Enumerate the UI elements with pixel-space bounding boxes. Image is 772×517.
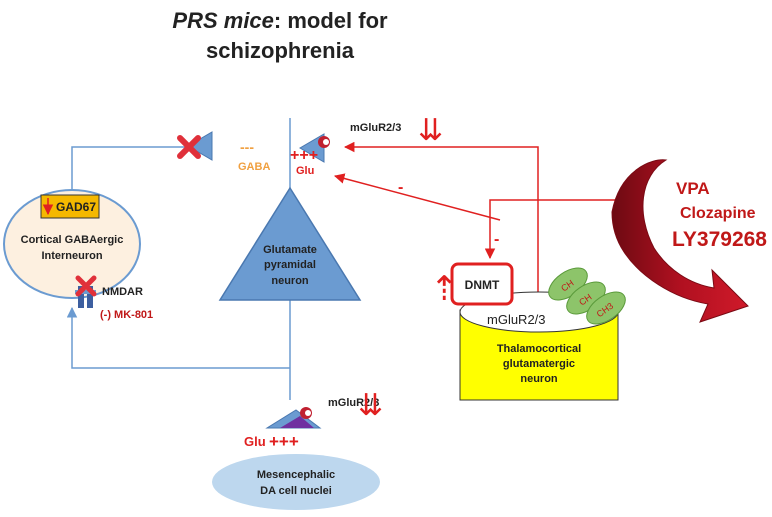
pyramidal-label-1: Glutamate <box>263 244 317 256</box>
nmdar-receptor-icon <box>75 286 96 308</box>
glu-top-sign: +++ <box>290 147 318 164</box>
drug-vpa: VPA <box>676 179 710 198</box>
drug-ly379268: LY379268 <box>672 228 767 251</box>
gaba-interneuron-body <box>3 189 141 299</box>
mglur-top-label: mGluR2/3 <box>350 122 401 134</box>
diagram-title: PRS mice: model for schizophrenia <box>150 6 410 66</box>
gad67-box <box>40 194 100 219</box>
gaba-sign: --- <box>240 139 254 155</box>
mglur-top-down-arrows: ⇊ <box>418 114 443 147</box>
drug-clozapine: Clozapine <box>680 205 756 222</box>
red-pathways <box>333 141 640 300</box>
nmdar-block-x-icon <box>75 275 97 297</box>
thalamo-label-3: neuron <box>520 373 558 385</box>
methyl-groups <box>548 267 626 325</box>
dnmt-box <box>450 262 514 306</box>
title-line2: schizophrenia <box>206 38 354 63</box>
gaba-neuron-label-1: Cortical GABAergic <box>21 234 124 246</box>
dnmt-label: DNMT <box>465 278 500 292</box>
mglur-bottom-label: mGluR2/3 <box>328 397 379 409</box>
da-nuclei-body <box>212 454 380 510</box>
dnmt-up-arrow: ⇡ <box>430 270 459 308</box>
thalamo-label-1: Thalamocortical <box>497 343 581 355</box>
mglur-bottom-down-arrows: ⇊ <box>358 389 383 422</box>
glu-bottom-sign: +++ <box>269 432 299 451</box>
inhibit-dnmt-sign: - <box>494 231 499 248</box>
gaba-label: GABA <box>238 161 270 173</box>
pyramidal-label-3: neuron <box>271 275 309 287</box>
pyramidal-neuron-body <box>218 186 362 301</box>
pyramidal-label-2: pyramidal <box>264 259 316 271</box>
glu-bottom-label: Glu <box>244 434 266 449</box>
drug-action-arrow <box>611 159 749 323</box>
da-label-2: DA cell nuclei <box>260 485 332 497</box>
inhibit-glu-sign: - <box>398 179 403 196</box>
gad67-label: GAD67 <box>56 200 96 214</box>
thalamo-label-2: glutamatergic <box>503 358 575 370</box>
nmdar-label: NMDAR <box>102 286 143 298</box>
gaba-neuron-label-2: Interneuron <box>41 250 102 262</box>
title-rest: : model for <box>273 8 388 33</box>
da-terminal-icon <box>280 416 314 428</box>
glu-top-label: Glu <box>296 165 314 177</box>
gaba-block-x-icon <box>177 135 201 159</box>
mk801-label: (-) MK-801 <box>100 309 153 321</box>
da-label-1: Mesencephalic <box>257 469 335 481</box>
title-italic: PRS mice <box>172 8 274 33</box>
thalamo-receptor-label: mGluR2/3 <box>487 312 546 327</box>
